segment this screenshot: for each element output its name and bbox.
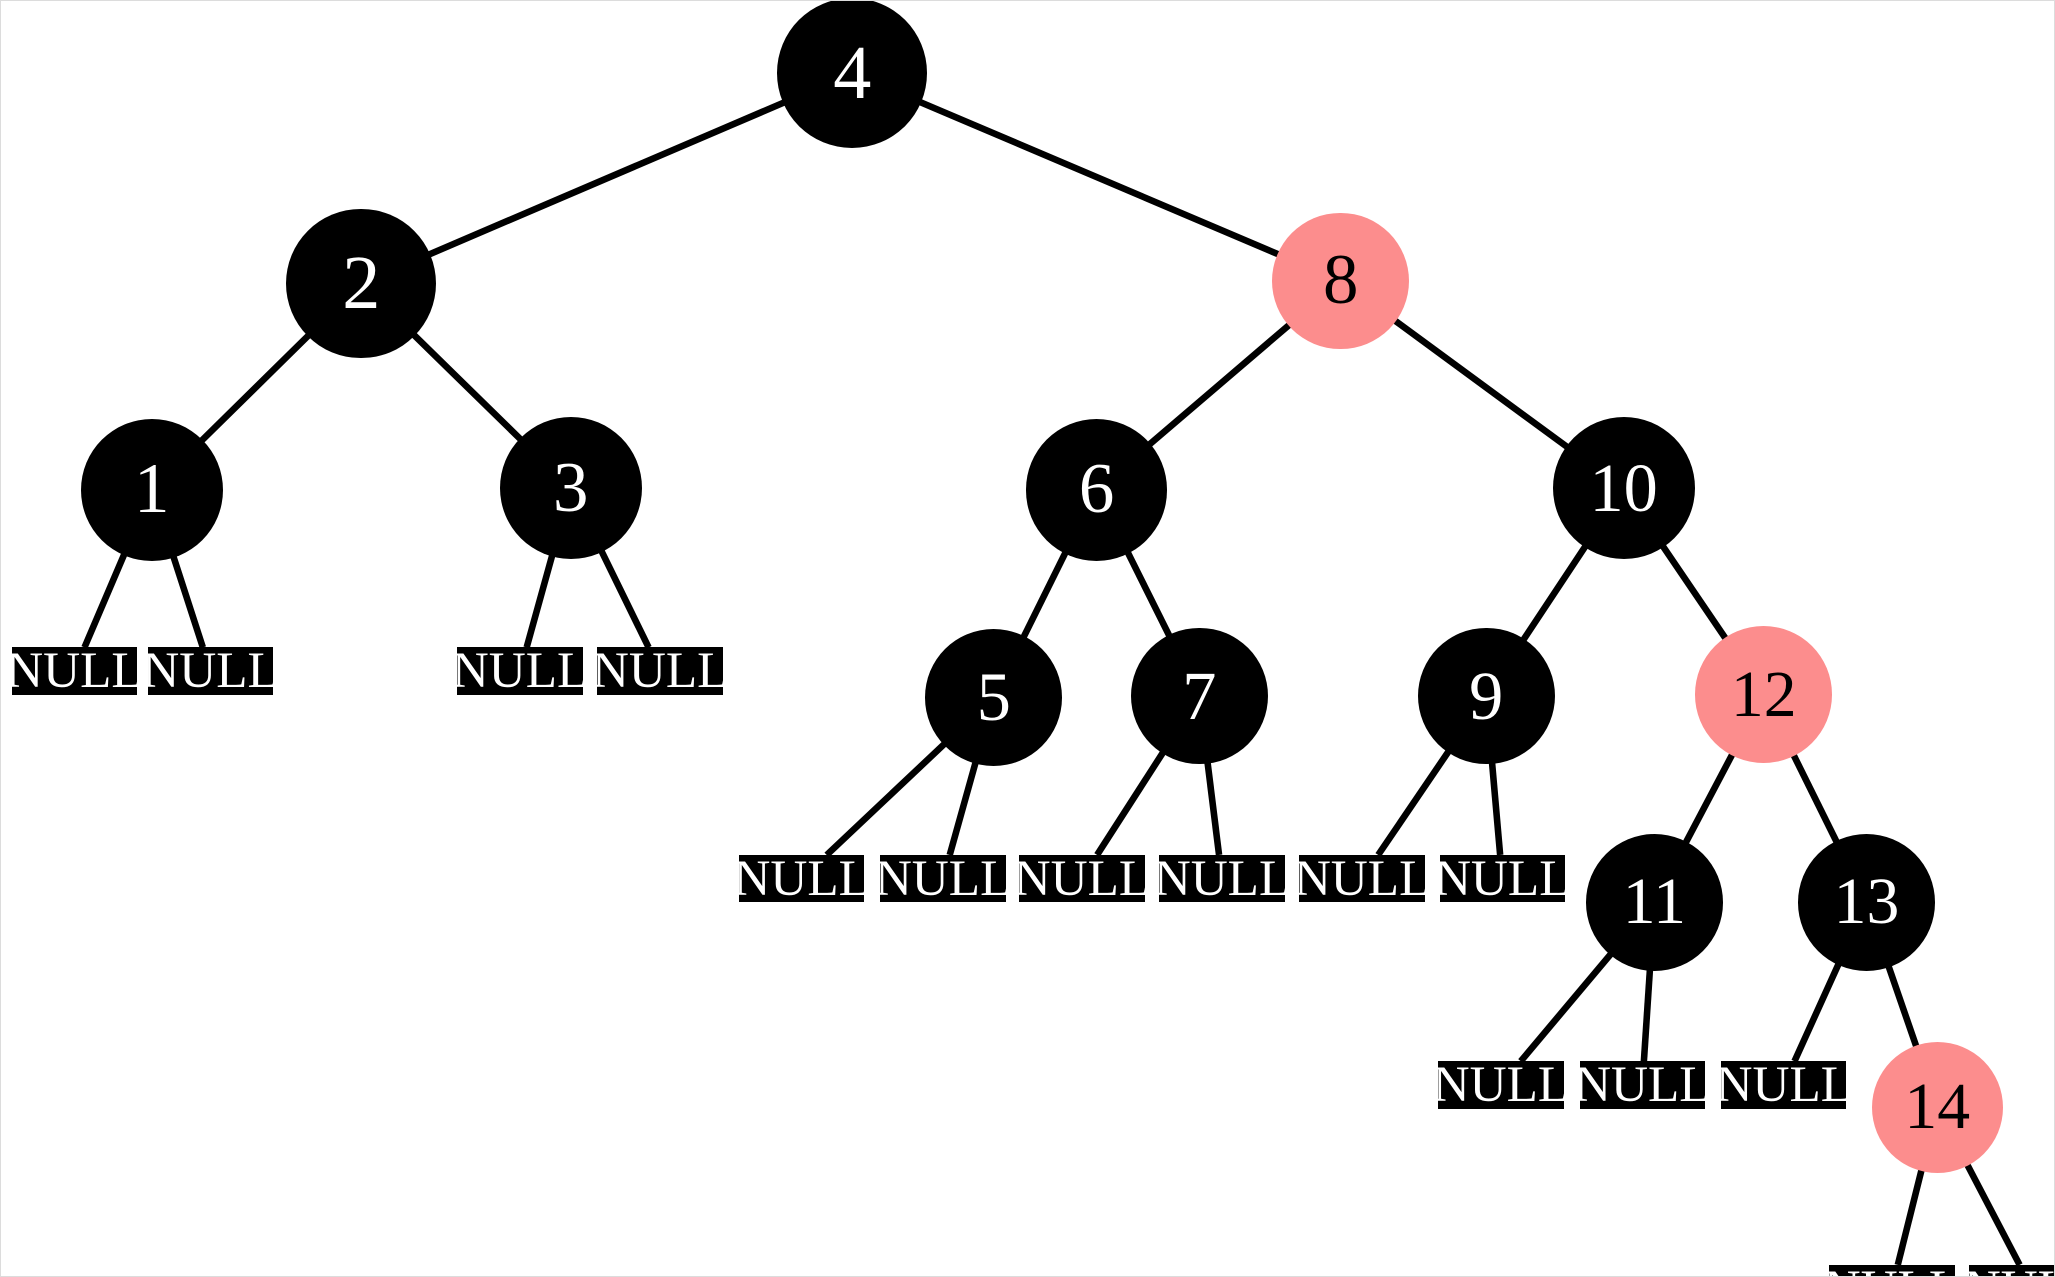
null-leaf-node: NULL xyxy=(1964,1263,2054,1276)
tree-edge-n5-z6 xyxy=(946,760,979,856)
tree-node-label: 11 xyxy=(1622,865,1686,939)
null-leaf-node: NULL xyxy=(142,645,279,696)
tree-node-label: 3 xyxy=(553,448,589,527)
tree-edge-n1-z1 xyxy=(81,552,128,649)
tree-edge-n1-z2 xyxy=(170,554,206,649)
null-leaf-label: NULL xyxy=(1574,1056,1711,1114)
null-leaf-node: NULL xyxy=(592,645,729,696)
tree-edge-n7-z8 xyxy=(1204,762,1223,856)
null-leaf-node: NULL xyxy=(1824,1263,1960,1276)
tree-node-5[interactable]: 5 xyxy=(925,628,1063,766)
tree-node-3[interactable]: 3 xyxy=(499,417,642,560)
tree-edge-n5-z5 xyxy=(824,740,948,858)
tree-edge-n11-z11 xyxy=(1518,951,1614,1064)
tree-edge-n4-n8 xyxy=(918,98,1281,258)
tree-edge-n3-z4 xyxy=(598,549,652,649)
null-leaf-label: NULL xyxy=(142,642,279,700)
null-leaf-label: NULL xyxy=(1433,849,1571,907)
tree-edge-n14-z14 xyxy=(1894,1168,1925,1266)
tree-node-14[interactable]: 14 xyxy=(1871,1041,2003,1173)
tree-node-12[interactable]: 12 xyxy=(1695,626,1833,763)
null-leaf-node: NULL xyxy=(1574,1059,1711,1110)
tree-edge-n10-n9 xyxy=(1520,544,1589,642)
tree-edge-n8-n10 xyxy=(1392,317,1570,450)
null-leaf-label: NULL xyxy=(733,849,870,907)
null-leaf-node: NULL xyxy=(733,853,870,904)
null-leaf-label: NULL xyxy=(1432,1056,1570,1114)
tree-edge-n11-z12 xyxy=(1640,968,1654,1062)
null-leaf-node: NULL xyxy=(1294,853,1431,904)
tree-node-label: 13 xyxy=(1833,865,1900,939)
null-leaf-node: NULL xyxy=(1715,1059,1852,1110)
null-leaf-node: NULL xyxy=(1154,853,1291,904)
null-leaf-label: NULL xyxy=(1293,849,1431,907)
tree-edge-n7-z7 xyxy=(1094,750,1166,857)
null-leaf-node: NULL xyxy=(1014,853,1151,904)
tree-node-label: 2 xyxy=(342,241,381,326)
tree-node-label: 12 xyxy=(1730,657,1797,731)
null-leaf-label: NULL xyxy=(451,642,589,700)
tree-edge-n14-z15 xyxy=(1964,1162,2023,1267)
null-leaf-label: NULL xyxy=(6,642,143,700)
tree-node-label: 9 xyxy=(1469,657,1504,734)
tree-node-11[interactable]: 11 xyxy=(1586,833,1723,971)
tree-edge-n4-n2 xyxy=(427,99,787,258)
tree-node-label: 7 xyxy=(1182,657,1217,734)
tree-edge-n9-z10 xyxy=(1488,762,1504,856)
tree-edge-n13-n14 xyxy=(1885,964,1920,1048)
tree-node-label: 14 xyxy=(1904,1070,1971,1144)
tree-edge-n2-n3 xyxy=(411,332,524,443)
tree-edge-n3-z3 xyxy=(523,554,556,649)
null-leaf-node: NULL xyxy=(1434,853,1571,904)
null-leaf-node: NULL xyxy=(875,853,1012,904)
tree-edge-n6-n7 xyxy=(1124,550,1173,638)
null-leaf-label: NULL xyxy=(1153,849,1291,907)
null-leaf-label: NULL xyxy=(1824,1263,1961,1276)
tree-node-4[interactable]: 4 xyxy=(777,1,928,149)
tree-node-13[interactable]: 13 xyxy=(1798,833,1935,971)
tree-node-label: 10 xyxy=(1589,450,1658,527)
tree-edge-n8-n6 xyxy=(1147,321,1293,448)
tree-node-1[interactable]: 1 xyxy=(80,418,223,561)
tree-node-label: 8 xyxy=(1323,241,1359,320)
null-leaf-label: NULL xyxy=(1964,1263,2054,1276)
null-leaf-label: NULL xyxy=(1013,849,1151,907)
tree-node-2[interactable]: 2 xyxy=(286,208,437,359)
null-leaf-label: NULL xyxy=(874,849,1012,907)
tree-node-9[interactable]: 9 xyxy=(1417,627,1555,765)
tree-edge-n2-n1 xyxy=(199,332,312,444)
tree-edge-n13-z13 xyxy=(1791,961,1842,1063)
tree-edge-n10-n12 xyxy=(1659,544,1729,642)
null-leaf-label: NULL xyxy=(591,642,729,700)
null-leaf-node: NULL xyxy=(452,645,589,696)
tree-node-6[interactable]: 6 xyxy=(1025,418,1168,561)
null-leaf-node: NULL xyxy=(6,645,143,696)
tree-node-label: 5 xyxy=(976,659,1011,736)
tree-edge-n12-n11 xyxy=(1682,752,1736,845)
tree-node-10[interactable]: 10 xyxy=(1552,417,1695,560)
tree-edge-n9-z9 xyxy=(1375,749,1452,857)
tree-node-label: 6 xyxy=(1078,450,1115,529)
tree-node-label: 1 xyxy=(134,450,170,529)
tree-node-7[interactable]: 7 xyxy=(1130,627,1268,765)
tree-edge-n6-n5 xyxy=(1020,550,1069,639)
tree-node-label: 4 xyxy=(833,31,872,116)
null-leaf-label: NULL xyxy=(1715,1056,1853,1114)
tree-edge-n12-n13 xyxy=(1790,753,1840,844)
tree-node-8[interactable]: 8 xyxy=(1272,212,1410,350)
null-leaf-node: NULL xyxy=(1433,1059,1570,1110)
